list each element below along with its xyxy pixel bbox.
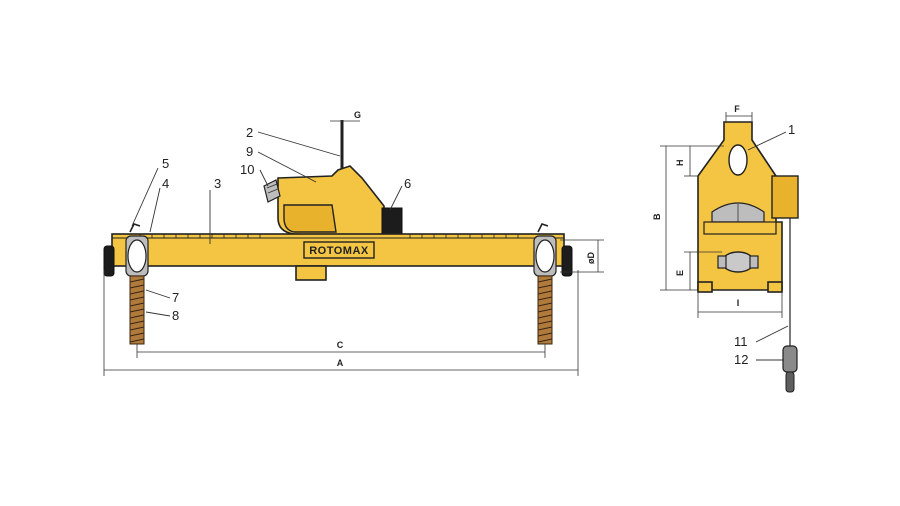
right-spring xyxy=(537,275,553,345)
end-view: F H B E I 1 11 12 xyxy=(652,104,799,393)
left-end-plate xyxy=(103,245,115,277)
right-latch xyxy=(537,223,549,233)
leader-9 xyxy=(257,151,317,183)
leader-4 xyxy=(149,187,161,233)
pendant-tail xyxy=(785,371,795,393)
leader-11 xyxy=(755,325,789,343)
left-spring xyxy=(129,275,145,345)
beam-section xyxy=(721,251,755,273)
brand-plate xyxy=(303,241,375,259)
leader-6 xyxy=(389,185,403,211)
right-end-plate xyxy=(561,245,573,277)
lifting-eye xyxy=(728,144,748,176)
leader-2 xyxy=(257,131,341,157)
dim-h-label: H xyxy=(675,160,685,167)
beam-teeth xyxy=(139,234,519,238)
callout-8: 8 xyxy=(172,308,179,323)
brand-text: ROTOMAX xyxy=(309,245,369,257)
drive-housing-shade xyxy=(283,204,337,233)
brake-stripe-1 xyxy=(266,183,278,189)
center-foot xyxy=(295,265,327,281)
beam-section-right xyxy=(749,255,759,269)
leader-1 xyxy=(747,131,787,151)
dim-b-label: B xyxy=(652,213,662,220)
callout-1: 1 xyxy=(788,122,795,137)
dim-d-label: øD xyxy=(586,252,596,264)
end-foot-left xyxy=(697,281,713,293)
leader-10 xyxy=(259,169,269,187)
callout-11: 11 xyxy=(734,334,748,349)
end-upper-band xyxy=(703,221,777,235)
callout-2: 2 xyxy=(246,125,253,140)
leader-7 xyxy=(145,289,171,299)
dim-c-label: C xyxy=(337,340,344,350)
leader-5 xyxy=(131,167,159,227)
dim-i-label: I xyxy=(737,298,740,308)
left-latch xyxy=(129,223,141,233)
pendant-control xyxy=(782,345,798,373)
end-foot-right xyxy=(767,281,783,293)
callout-3: 3 xyxy=(214,176,221,191)
brake-stripe-2 xyxy=(267,188,279,194)
callout-10: 10 xyxy=(240,162,254,177)
dim-e-label: E xyxy=(675,270,685,276)
callout-12: 12 xyxy=(734,352,748,367)
callout-7: 7 xyxy=(172,290,179,305)
callout-4: 4 xyxy=(162,176,169,191)
leader-8 xyxy=(145,311,171,317)
side-view: ROTOMAX xyxy=(103,110,604,376)
dim-f-label: F xyxy=(734,104,740,114)
beam-section-left xyxy=(717,255,727,269)
callout-5: 5 xyxy=(162,156,169,171)
left-clamp-ring xyxy=(127,239,147,273)
end-side-box xyxy=(771,175,799,219)
dim-g-label: G xyxy=(354,110,361,120)
callout-6: 6 xyxy=(404,176,411,191)
callout-9: 9 xyxy=(246,144,253,159)
right-clamp-ring xyxy=(535,239,555,273)
dim-a-label: A xyxy=(337,358,344,368)
motor-block xyxy=(381,207,403,235)
